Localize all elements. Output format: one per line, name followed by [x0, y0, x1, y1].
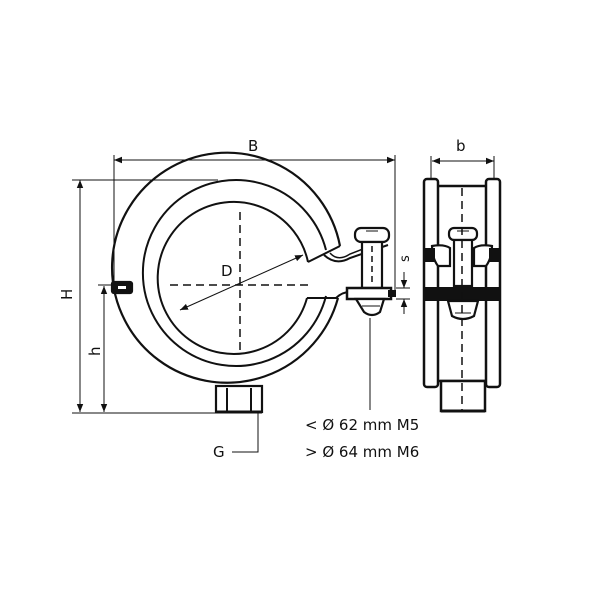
front-view [110, 151, 396, 414]
note-m6: > Ø 64 mm M6 [305, 443, 419, 461]
weld-nut [214, 384, 264, 414]
note-m5: < Ø 62 mm M5 [305, 416, 419, 434]
dim-label-B: B [248, 137, 258, 155]
side-view [422, 177, 502, 413]
screw-head [353, 226, 391, 244]
front-dimensions [72, 155, 410, 453]
dim-label-h: h [86, 346, 104, 356]
side-dimensions [430, 156, 495, 179]
dim-label-G: G [213, 443, 225, 461]
dim-label-D: D [221, 262, 233, 280]
clamp-inner-ring [156, 200, 309, 355]
screw-nut [354, 297, 386, 317]
weld-plate [345, 286, 393, 301]
rubber-liner-outline [141, 179, 327, 367]
dim-label-H: H [58, 289, 76, 300]
dim-label-b: b [456, 137, 466, 155]
dim-label-s: s [398, 255, 413, 262]
